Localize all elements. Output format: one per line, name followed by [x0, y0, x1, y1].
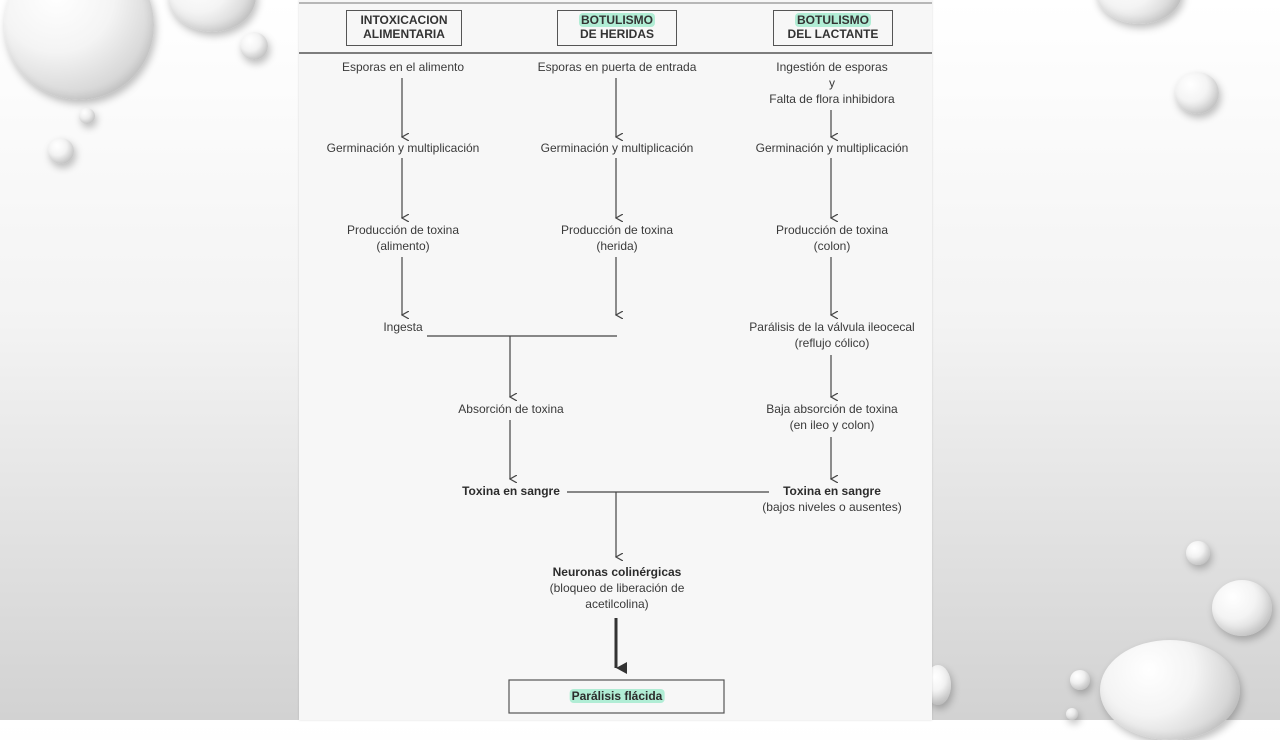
header-botulismo-heridas: BOTULISMO DE HERIDAS — [557, 10, 677, 46]
botulism-flowchart: INTOXICACION ALIMENTARIA BOTULISMO DE HE… — [299, 0, 932, 720]
node-line: (alimento) — [376, 239, 430, 253]
node-line: (herida) — [596, 239, 638, 253]
node-line: y — [828, 76, 835, 90]
header-line: ALIMENTARIA — [363, 27, 445, 41]
water-drop-decoration — [168, 0, 256, 32]
node-line: (colon) — [813, 239, 851, 253]
node-line: Producción de toxina — [775, 223, 889, 237]
water-drop-decoration — [1096, 0, 1182, 24]
header-line: BOTULISMO — [795, 13, 871, 27]
c1-ingesta: Ingesta — [383, 320, 423, 334]
node-line: (bajos niveles o ausentes) — [762, 500, 902, 514]
c2-germinacion: Germinación y multiplicación — [540, 141, 694, 155]
c2-esporas-puerta: Esporas en puerta de entrada — [537, 60, 697, 74]
water-drop-decoration — [240, 32, 268, 60]
water-drop-decoration — [48, 138, 74, 164]
neuronas-colinergicas: Neuronas colinérgicas (bloqueo de libera… — [550, 564, 685, 612]
node-line: Baja absorción de toxina — [766, 402, 898, 416]
water-drop-decoration — [1212, 580, 1272, 636]
toxina-en-sangre: Toxina en sangre — [462, 484, 560, 498]
flowchart-connectors — [299, 2, 932, 714]
c1-produccion-toxina: Producción de toxina (alimento) — [347, 222, 459, 254]
header-line: BOTULISMO — [579, 13, 655, 27]
c3-ingestion-esporas: Ingestión de esporas y Falta de flora in… — [769, 59, 894, 107]
c3-produccion-toxina: Producción de toxina (colon) — [776, 222, 888, 254]
final-label: Parálisis flácida — [569, 689, 665, 703]
header-botulismo-lactante: BOTULISMO DEL LACTANTE — [773, 10, 893, 46]
water-drop-decoration — [1175, 72, 1219, 114]
paralisis-flacida: Parálisis flácida — [569, 688, 665, 704]
node-line: Parálisis de la válvula ileocecal — [749, 320, 915, 334]
node-line: (en ileo y colon) — [789, 418, 875, 432]
c3-baja-absorcion: Baja absorción de toxina (en ileo y colo… — [766, 401, 897, 433]
node-line: (reflujo cólico) — [794, 336, 870, 350]
c1-germinacion: Germinación y multiplicación — [326, 141, 480, 155]
absorcion-toxina: Absorción de toxina — [458, 402, 564, 416]
node-line: Toxina en sangre — [783, 484, 881, 498]
header-line: INTOXICACION — [360, 13, 448, 27]
node-line: (bloqueo de liberación de — [549, 581, 685, 595]
water-drop-decoration — [1186, 541, 1210, 565]
node-line: Falta de flora inhibidora — [769, 92, 895, 106]
c3-toxina-sangre: Toxina en sangre (bajos niveles o ausent… — [762, 483, 901, 515]
header-intoxicacion-alimentaria: INTOXICACION ALIMENTARIA — [346, 10, 462, 46]
water-drop-decoration — [79, 108, 95, 124]
water-drop-decoration — [1100, 640, 1240, 740]
c3-germinacion: Germinación y multiplicación — [755, 141, 909, 155]
c2-produccion-toxina: Producción de toxina (herida) — [561, 222, 673, 254]
node-line: Producción de toxina — [346, 223, 460, 237]
node-line: Ingestión de esporas — [776, 60, 888, 74]
water-drop-decoration — [1066, 708, 1078, 720]
c3-paralisis-valvula: Parálisis de la válvula ileocecal (reflu… — [749, 319, 914, 351]
node-line: Neuronas colinérgicas — [552, 565, 682, 579]
node-line: Producción de toxina — [560, 223, 674, 237]
node-line: acetilcolina) — [585, 597, 649, 611]
c1-esporas-alimento: Esporas en el alimento — [341, 60, 465, 74]
water-drop-decoration — [4, 0, 154, 100]
water-drop-decoration — [1070, 670, 1090, 690]
header-line: DEL LACTANTE — [787, 27, 879, 41]
header-line: DE HERIDAS — [579, 27, 654, 41]
